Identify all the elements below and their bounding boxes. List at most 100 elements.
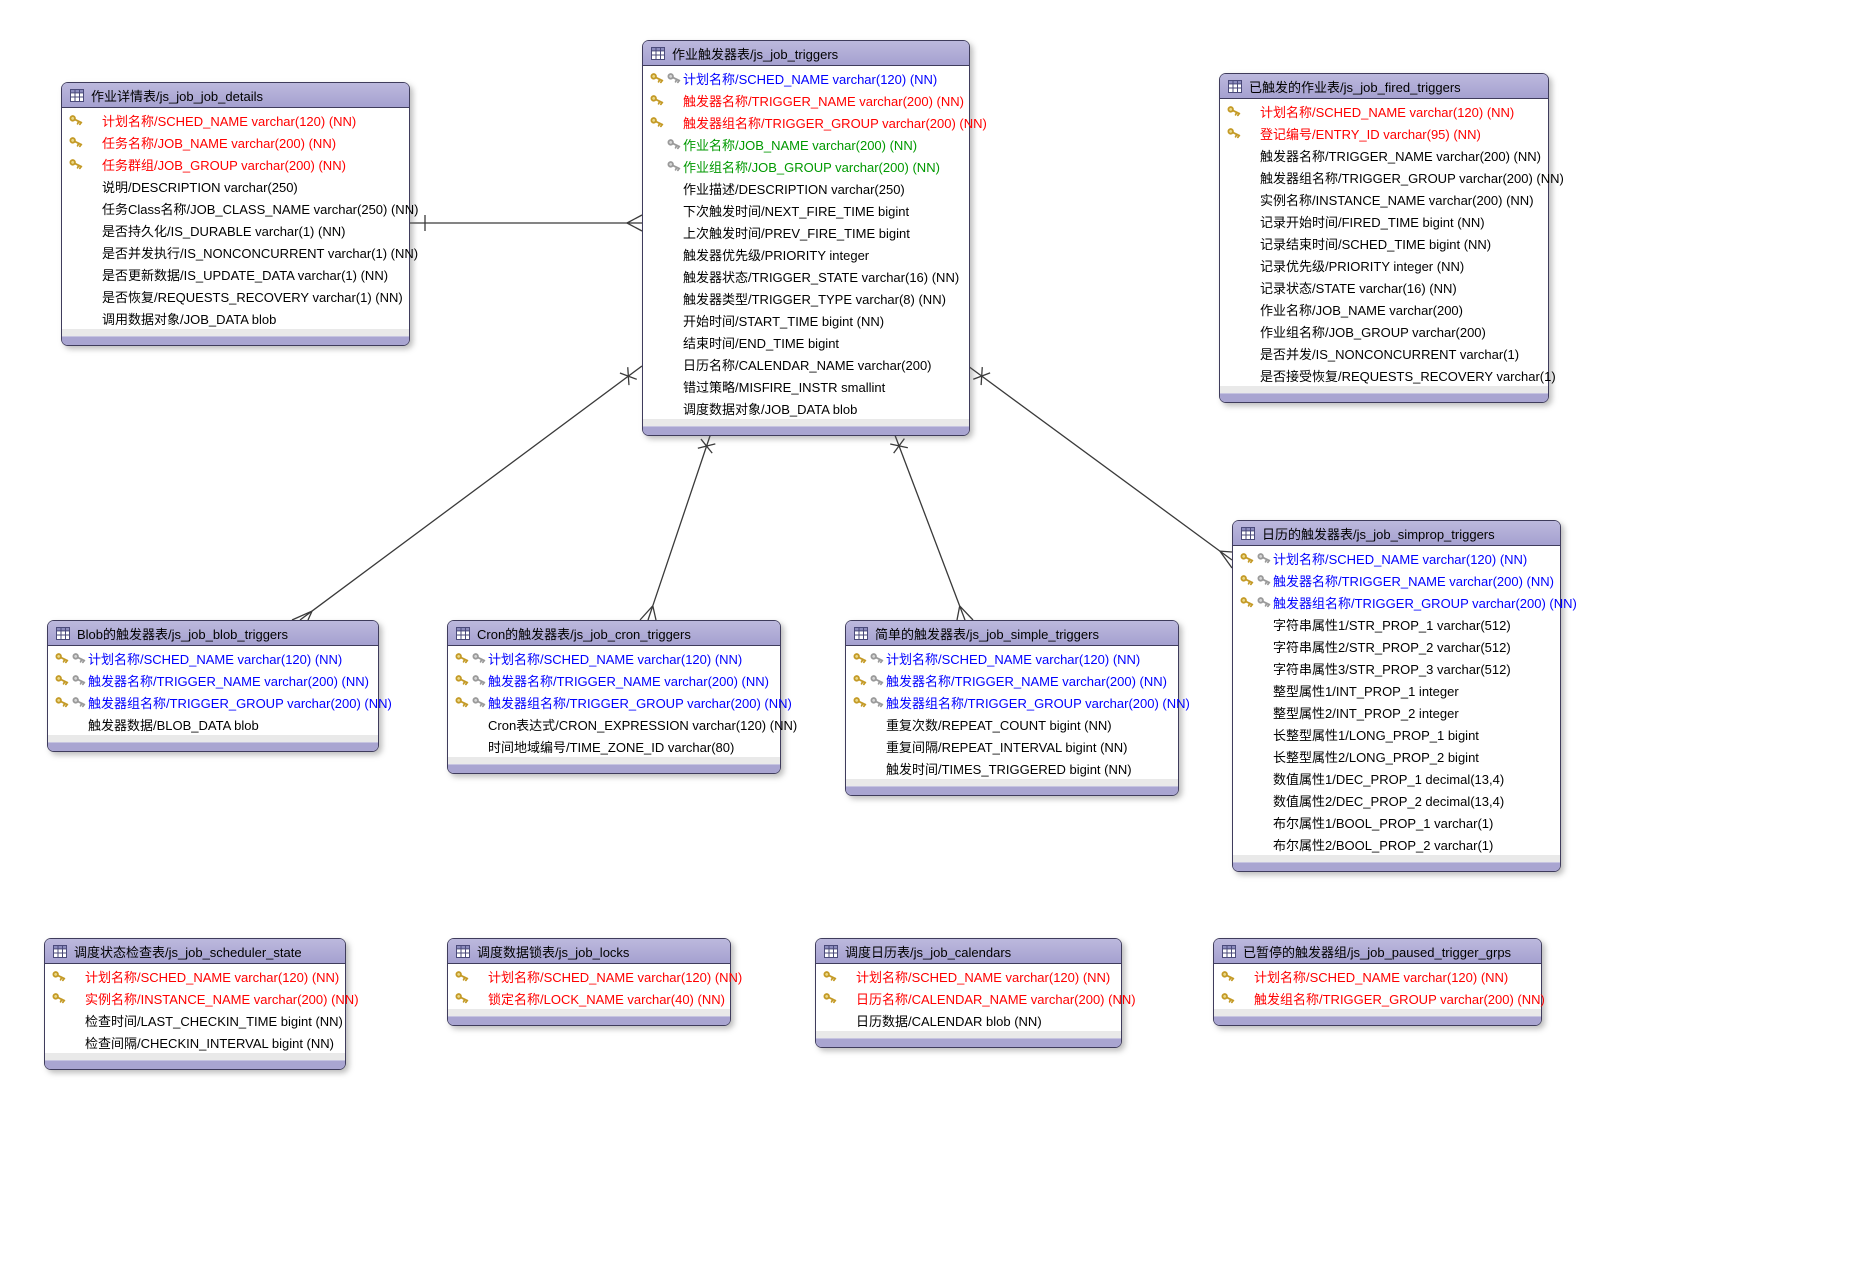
table-row[interactable]: 计划名称/SCHED_NAME varchar(120) (NN) [48, 647, 378, 669]
relationship-line[interactable] [311, 365, 643, 612]
table-row[interactable]: 登记编号/ENTRY_ID varchar(95) (NN) [1220, 122, 1548, 144]
table-row[interactable]: 记录开始时间/FIRED_TIME bigint (NN) [1220, 210, 1548, 232]
table-row[interactable]: 触发器组名称/TRIGGER_GROUP varchar(200) (NN) [448, 691, 792, 713]
table-header[interactable]: Cron的触发器表/js_job_cron_triggers [448, 621, 780, 646]
table-row[interactable]: 检查间隔/CHECKIN_INTERVAL bigint (NN) [45, 1031, 345, 1053]
table-row[interactable]: 触发器组名称/TRIGGER_GROUP varchar(200) (NN) [846, 691, 1190, 713]
table-row[interactable]: 计划名称/SCHED_NAME varchar(120) (NN) [816, 965, 1121, 987]
table-row[interactable]: 是否并发执行/IS_NONCONCURRENT varchar(1) (NN) [62, 241, 418, 263]
table-row[interactable]: 触发器名称/TRIGGER_NAME varchar(200) (NN) [1233, 569, 1560, 591]
table-row[interactable]: 调用数据对象/JOB_DATA blob [62, 307, 409, 329]
crow-foot[interactable] [1219, 550, 1233, 553]
table-row[interactable]: 结束时间/END_TIME bigint [643, 331, 969, 353]
table-row[interactable]: 触发器名称/TRIGGER_NAME varchar(200) (NN) [48, 669, 378, 691]
table-row[interactable]: 布尔属性1/BOOL_PROP_1 varchar(1) [1233, 811, 1560, 833]
table-row[interactable]: 触发器组名称/TRIGGER_GROUP varchar(200) (NN) [643, 111, 987, 133]
crow-foot[interactable] [959, 605, 966, 621]
table-row[interactable]: 记录优先级/PRIORITY integer (NN) [1220, 254, 1548, 276]
table-row[interactable]: 整型属性2/INT_PROP_2 integer [1233, 701, 1560, 723]
table-header[interactable]: 调度状态检查表/js_job_scheduler_state [45, 939, 345, 964]
table-row[interactable]: 检查时间/LAST_CHECKIN_TIME bigint (NN) [45, 1009, 345, 1031]
table-row[interactable]: 计划名称/SCHED_NAME varchar(120) (NN) [643, 67, 969, 89]
crow-foot[interactable] [639, 605, 654, 621]
crow-foot[interactable] [626, 222, 643, 232]
table-row[interactable]: 计划名称/SCHED_NAME varchar(120) (NN) [448, 965, 742, 987]
table-row[interactable]: 触发器组名称/TRIGGER_GROUP varchar(200) (NN) [1220, 166, 1564, 188]
table-row[interactable]: 计划名称/SCHED_NAME varchar(120) (NN) [448, 647, 780, 669]
relationship-line[interactable] [892, 429, 961, 607]
crow-foot[interactable] [626, 214, 643, 224]
table-row[interactable]: 锁定名称/LOCK_NAME varchar(40) (NN) [448, 987, 730, 1009]
table-row[interactable]: 触发器名称/TRIGGER_NAME varchar(200) (NN) [448, 669, 780, 691]
table-row[interactable]: 记录状态/STATE varchar(16) (NN) [1220, 276, 1548, 298]
table-row[interactable]: 作业名称/JOB_NAME varchar(200) (NN) [643, 133, 969, 155]
table-header[interactable]: 已暂停的触发器组/js_job_paused_trigger_grps [1214, 939, 1541, 964]
table-row[interactable]: 任务群组/JOB_GROUP varchar(200) (NN) [62, 153, 409, 175]
table-row[interactable]: 长整型属性2/LONG_PROP_2 bigint [1233, 745, 1560, 767]
table-row[interactable]: 字符串属性2/STR_PROP_2 varchar(512) [1233, 635, 1560, 657]
table-row[interactable]: 是否恢复/REQUESTS_RECOVERY varchar(1) (NN) [62, 285, 409, 307]
relationship-line[interactable] [652, 429, 713, 606]
table-row[interactable]: 任务名称/JOB_NAME varchar(200) (NN) [62, 131, 409, 153]
table-row[interactable]: 重复次数/REPEAT_COUNT bigint (NN) [846, 713, 1178, 735]
table-row[interactable]: 作业描述/DESCRIPTION varchar(250) [643, 177, 969, 199]
table-row[interactable]: 触发器名称/TRIGGER_NAME varchar(200) (NN) [643, 89, 969, 111]
table-row[interactable]: 下次触发时间/NEXT_FIRE_TIME bigint [643, 199, 969, 221]
table-row[interactable]: 作业名称/JOB_NAME varchar(200) [1220, 298, 1548, 320]
table-header[interactable]: Blob的触发器表/js_job_blob_triggers [48, 621, 378, 646]
table-header[interactable]: 已触发的作业表/js_job_fired_triggers [1220, 74, 1548, 99]
crow-foot[interactable] [647, 605, 654, 621]
table-row[interactable]: 上次触发时间/PREV_FIRE_TIME bigint [643, 221, 969, 243]
table-header[interactable]: 调度日历表/js_job_calendars [816, 939, 1121, 964]
table-row[interactable]: 日历名称/CALENDAR_NAME varchar(200) (NN) [816, 987, 1136, 1009]
table-row[interactable]: 错过策略/MISFIRE_INSTR smallint [643, 375, 969, 397]
table-row[interactable]: 触发器优先级/PRIORITY integer [643, 243, 969, 265]
table-row[interactable]: 计划名称/SCHED_NAME varchar(120) (NN) [1233, 547, 1560, 569]
table-row[interactable]: Cron表达式/CRON_EXPRESSION varchar(120) (NN… [448, 713, 797, 735]
crow-foot[interactable] [959, 605, 974, 621]
table-row[interactable]: 整型属性1/INT_PROP_1 integer [1233, 679, 1560, 701]
table-row[interactable]: 记录结束时间/SCHED_TIME bigint (NN) [1220, 232, 1548, 254]
table-row[interactable]: 实例名称/INSTANCE_NAME varchar(200) (NN) [1220, 188, 1548, 210]
table-row[interactable]: 数值属性2/DEC_PROP_2 decimal(13,4) [1233, 789, 1560, 811]
table-row[interactable]: 触发器名称/TRIGGER_NAME varchar(200) (NN) [846, 669, 1178, 691]
table-header[interactable]: 作业详情表/js_job_job_details [62, 83, 409, 108]
table-row[interactable]: 重复间隔/REPEAT_INTERVAL bigint (NN) [846, 735, 1178, 757]
table-row[interactable]: 触发组名称/TRIGGER_GROUP varchar(200) (NN) [1214, 987, 1545, 1009]
table-row[interactable]: 是否接受恢复/REQUESTS_RECOVERY varchar(1) [1220, 364, 1556, 386]
table-row[interactable]: 计划名称/SCHED_NAME varchar(120) (NN) [45, 965, 345, 987]
table-header[interactable]: 日历的触发器表/js_job_simprop_triggers [1233, 521, 1560, 546]
table-row[interactable]: 长整型属性1/LONG_PROP_1 bigint [1233, 723, 1560, 745]
table-row[interactable]: 触发器组名称/TRIGGER_GROUP varchar(200) (NN) [48, 691, 392, 713]
table-row[interactable]: 布尔属性2/BOOL_PROP_2 varchar(1) [1233, 833, 1560, 855]
table-row[interactable]: 计划名称/SCHED_NAME varchar(120) (NN) [1214, 965, 1541, 987]
table-row[interactable]: 触发器数据/BLOB_DATA blob [48, 713, 378, 735]
relationship-line[interactable] [967, 365, 1221, 552]
table-row[interactable]: 触发器名称/TRIGGER_NAME varchar(200) (NN) [1220, 144, 1548, 166]
table-row[interactable]: 字符串属性3/STR_PROP_3 varchar(512) [1233, 657, 1560, 679]
table-row[interactable]: 实例名称/INSTANCE_NAME varchar(200) (NN) [45, 987, 359, 1009]
table-row[interactable]: 触发器类型/TRIGGER_TYPE varchar(8) (NN) [643, 287, 969, 309]
table-row[interactable]: 数值属性1/DEC_PROP_1 decimal(13,4) [1233, 767, 1560, 789]
crow-foot[interactable] [652, 605, 657, 621]
table-row[interactable]: 计划名称/SCHED_NAME varchar(120) (NN) [1220, 100, 1548, 122]
table-row[interactable]: 作业组名称/JOB_GROUP varchar(200) (NN) [643, 155, 969, 177]
table-row[interactable]: 是否并发/IS_NONCONCURRENT varchar(1) [1220, 342, 1548, 364]
cardinality-cross-mark[interactable] [627, 367, 630, 386]
table-row[interactable]: 是否持久化/IS_DURABLE varchar(1) (NN) [62, 219, 409, 241]
cardinality-cross-mark[interactable] [973, 372, 991, 380]
table-row[interactable]: 说明/DESCRIPTION varchar(250) [62, 175, 409, 197]
table-row[interactable]: 是否更新数据/IS_UPDATE_DATA varchar(1) (NN) [62, 263, 409, 285]
table-row[interactable]: 触发器组名称/TRIGGER_GROUP varchar(200) (NN) [1233, 591, 1577, 613]
table-row[interactable]: 时间地域编号/TIME_ZONE_ID varchar(80) [448, 735, 780, 757]
